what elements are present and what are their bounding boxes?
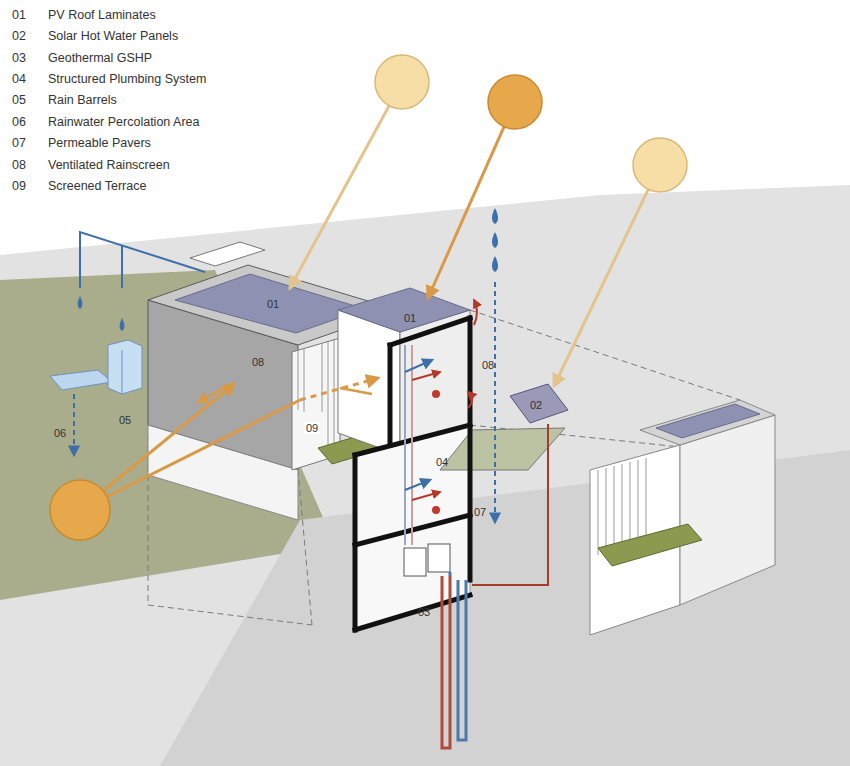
screen-bar — [322, 344, 323, 412]
legend-number: 07 — [12, 136, 26, 150]
legend-number: 06 — [12, 115, 26, 129]
pv-roof-laminate — [656, 404, 760, 438]
sun — [50, 480, 110, 540]
infiltration-arrow — [494, 282, 496, 522]
geothermal-loop — [458, 580, 466, 740]
legend-name: Rain Barrels — [48, 93, 117, 107]
right-block-side — [680, 415, 775, 605]
callout-number: 08 — [250, 356, 266, 369]
fixture-dot — [432, 390, 440, 398]
rain-drop — [492, 208, 498, 224]
reflected-ray — [198, 384, 232, 402]
roof-screen — [190, 242, 265, 266]
pv-roof-laminate — [175, 274, 365, 333]
sun-ray — [554, 165, 660, 386]
section-frame — [468, 318, 473, 580]
guide-line — [470, 310, 740, 400]
rain-drop — [78, 296, 83, 309]
sun — [375, 55, 429, 109]
legend-name: Rainwater Percolation Area — [48, 115, 199, 129]
screen-bar — [328, 342, 329, 455]
callout-number: 01 — [265, 298, 281, 311]
legend-number: 08 — [12, 158, 26, 172]
plumbing-pipe — [411, 345, 413, 545]
geothermal-loop — [449, 572, 452, 576]
legend-number: 01 — [12, 8, 26, 22]
mechanical-unit — [404, 548, 426, 576]
downspout — [121, 245, 123, 288]
downspout — [80, 232, 205, 288]
callout-number: 09 — [304, 422, 320, 435]
screen-bar — [606, 468, 607, 553]
guide-line — [298, 470, 312, 625]
sun-ray — [428, 102, 515, 298]
legend-number: 03 — [12, 51, 26, 65]
callout-number: 07 — [472, 506, 488, 519]
legend-number: 04 — [12, 72, 26, 86]
section-frame — [388, 345, 393, 445]
rain-drop — [492, 232, 498, 248]
rain-barrel — [108, 340, 142, 394]
section-frame — [355, 595, 470, 630]
screen-bar — [614, 466, 615, 551]
legend-name: Structured Plumbing System — [48, 72, 206, 86]
screen-bar — [630, 462, 631, 547]
vent-arrow — [468, 392, 472, 408]
legend-name: Screened Terrace — [48, 179, 146, 193]
reflected-ray — [340, 388, 372, 394]
geothermal-loop — [442, 576, 450, 748]
legend-name: Permeable Pavers — [48, 136, 151, 150]
guide-line — [148, 605, 312, 625]
screen-bar — [334, 340, 335, 455]
cold-water-arrow — [405, 480, 430, 490]
middle-block-front — [338, 310, 400, 455]
hot-water-arrow — [412, 492, 440, 500]
sun-ray — [290, 82, 402, 288]
percolation-area — [50, 370, 112, 390]
solar-hot-water-panel — [510, 384, 568, 423]
callout-number: 04 — [434, 456, 450, 469]
right-block-roof — [640, 400, 775, 445]
sun-ray — [80, 400, 300, 510]
legend-number: 09 — [12, 179, 26, 193]
callout-number: 02 — [528, 399, 544, 412]
mechanical-unit — [428, 544, 450, 572]
callout-number: 06 — [52, 427, 68, 440]
legend-name: Geothermal GSHP — [48, 51, 152, 65]
screen-bar — [598, 470, 599, 555]
legend-name: PV Roof Laminates — [48, 8, 156, 22]
percolation-arrow — [73, 394, 75, 455]
sun-ray — [300, 378, 378, 400]
legend-number: 02 — [12, 29, 26, 43]
callout-number: 01 — [402, 312, 418, 325]
screen-bar — [304, 349, 305, 412]
rain-barrel-edge — [122, 350, 123, 394]
legend-name: Ventilated Rainscreen — [48, 158, 170, 172]
vent-arrow — [474, 300, 477, 325]
sun — [488, 75, 542, 129]
rain-drop — [120, 318, 125, 331]
callout-number: 08 — [480, 359, 496, 372]
legend-number: 05 — [12, 93, 26, 107]
section-frame — [390, 318, 470, 345]
ground-plane — [0, 185, 850, 766]
screen-bar — [638, 460, 639, 545]
plumbing-pipe — [404, 345, 406, 545]
cold-water-arrow — [405, 360, 432, 372]
rain-drop — [492, 256, 498, 272]
permeable-pavers — [440, 428, 565, 470]
callout-number: 05 — [117, 414, 133, 427]
callout-number: 03 — [416, 606, 432, 619]
solar-water-pipe — [472, 424, 548, 585]
sun — [633, 138, 687, 192]
screen-bar — [622, 464, 623, 549]
terrace-mat — [598, 524, 702, 566]
fixture-dot — [432, 506, 440, 514]
hot-water-arrow — [412, 372, 440, 380]
legend-name: Solar Hot Water Panels — [48, 29, 178, 43]
screen-bar — [646, 458, 647, 543]
